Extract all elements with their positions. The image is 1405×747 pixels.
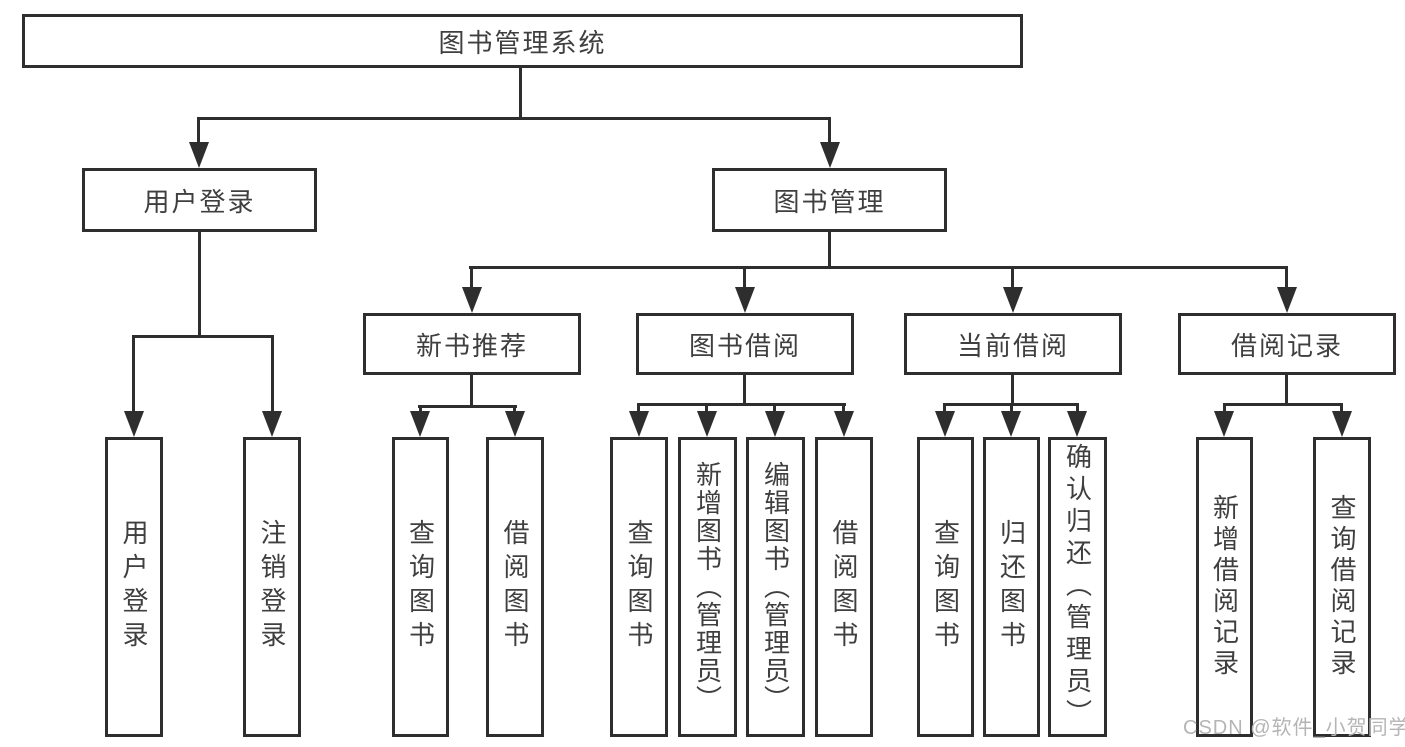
connector-line (743, 266, 746, 291)
node-leaf-logout: 注销登录 (243, 437, 301, 737)
connector-line (705, 403, 708, 415)
connector-arrowhead (629, 411, 649, 437)
connector-line (637, 403, 640, 415)
node-label: 查询图书 (624, 519, 654, 655)
connector-line (1010, 403, 1013, 415)
connector-line (271, 335, 274, 415)
node-label: 编辑图书（管理员） (760, 461, 791, 713)
connector-line (419, 405, 422, 415)
node-leaf-user-login: 用户登录 (105, 437, 163, 737)
connector-line (470, 266, 473, 291)
node-label: 借阅图书 (500, 519, 530, 655)
node-label: 用户登录 (143, 186, 256, 217)
connector-line (743, 375, 746, 406)
node-borrow-query-book: 查询图书 (610, 437, 668, 737)
node-label: 查询图书 (930, 519, 961, 655)
connector-line (1076, 403, 1079, 415)
connector-arrowhead (834, 411, 854, 437)
connector-line (197, 117, 831, 120)
node-label: 图书管理系统 (438, 27, 607, 58)
node-label: 新增借阅记录 (1209, 494, 1240, 680)
connector-arrowhead (765, 411, 785, 437)
node-user-login: 用户登录 (82, 168, 317, 232)
connector-arrowhead (124, 411, 144, 437)
connector-line (828, 232, 831, 269)
connector-line (469, 266, 1287, 269)
connector-arrowhead (1214, 411, 1234, 437)
connector-arrowhead (1277, 287, 1297, 313)
node-borrow-record: 借阅记录 (1178, 313, 1396, 375)
node-borrow-edit-book: 编辑图书（管理员） (746, 437, 805, 737)
connector-line (828, 117, 831, 147)
node-label: 图书借阅 (688, 330, 801, 361)
connector-line (418, 405, 517, 408)
node-current-query-book: 查询图书 (917, 437, 974, 737)
csdn-watermark: CSDN @软件_小贺同学 (1183, 717, 1405, 739)
connector-arrowhead (935, 411, 955, 437)
node-label: 图书管理 (773, 186, 886, 217)
connector-arrowhead (1332, 411, 1352, 437)
connector-arrowhead (697, 411, 717, 437)
node-borrow-add-book: 新增图书（管理员） (678, 437, 737, 737)
node-label: 新书推荐 (415, 330, 528, 361)
node-label: 当前借阅 (956, 330, 1069, 361)
node-label: 借阅记录 (1230, 330, 1343, 361)
node-borrow-borrow-book: 借阅图书 (815, 437, 873, 737)
node-library-management-system: 图书管理系统 (22, 14, 1023, 68)
node-label: 确认归还（管理员） (1062, 443, 1093, 731)
node-label: 借阅图书 (829, 519, 859, 655)
connector-line (1011, 375, 1014, 406)
connector-arrowhead (1067, 411, 1087, 437)
node-current-return-book: 归还图书 (983, 437, 1040, 737)
connector-arrowhead (462, 287, 482, 313)
connector-line (1011, 266, 1014, 291)
connector-line (773, 403, 776, 415)
connector-line (198, 232, 201, 338)
connector-arrowhead (820, 142, 840, 168)
connector-line (470, 375, 473, 408)
connector-line (842, 403, 845, 415)
connector-arrowhead (1001, 411, 1021, 437)
connector-line (943, 403, 946, 415)
connector-line (637, 403, 846, 406)
node-book-borrow: 图书借阅 (636, 313, 854, 375)
connector-line (1285, 266, 1288, 291)
connector-arrowhead (189, 142, 209, 168)
node-label: 查询借阅记录 (1327, 494, 1357, 680)
node-new-book-recommend: 新书推荐 (363, 313, 581, 375)
node-book-management: 图书管理 (712, 168, 947, 232)
node-recommend-query-book: 查询图书 (392, 437, 449, 737)
connector-line (1285, 375, 1288, 406)
connector-line (1223, 403, 1226, 415)
connector-arrowhead (410, 411, 430, 437)
node-label: 注销登录 (257, 519, 287, 655)
node-label: 归还图书 (996, 519, 1027, 655)
connector-arrowhead (735, 287, 755, 313)
node-label: 查询图书 (405, 519, 436, 655)
node-recommend-borrow-book: 借阅图书 (486, 437, 544, 737)
connector-arrowhead (262, 411, 282, 437)
connector-arrowhead (1003, 287, 1023, 313)
node-label: 新增图书（管理员） (692, 461, 723, 713)
node-current-borrow: 当前借阅 (904, 313, 1122, 375)
connector-line (519, 68, 522, 120)
connector-line (197, 117, 200, 147)
connector-line (1223, 403, 1343, 406)
connector-line (1340, 403, 1343, 415)
node-label: 用户登录 (119, 519, 149, 655)
connector-arrowhead (505, 411, 525, 437)
connector-line (513, 405, 516, 415)
connector-line (132, 335, 274, 338)
node-record-query-record: 查询借阅记录 (1313, 437, 1371, 737)
node-current-confirm-return: 确认归还（管理员） (1048, 437, 1107, 737)
connector-line (132, 335, 135, 415)
node-record-add-record: 新增借阅记录 (1196, 437, 1253, 737)
